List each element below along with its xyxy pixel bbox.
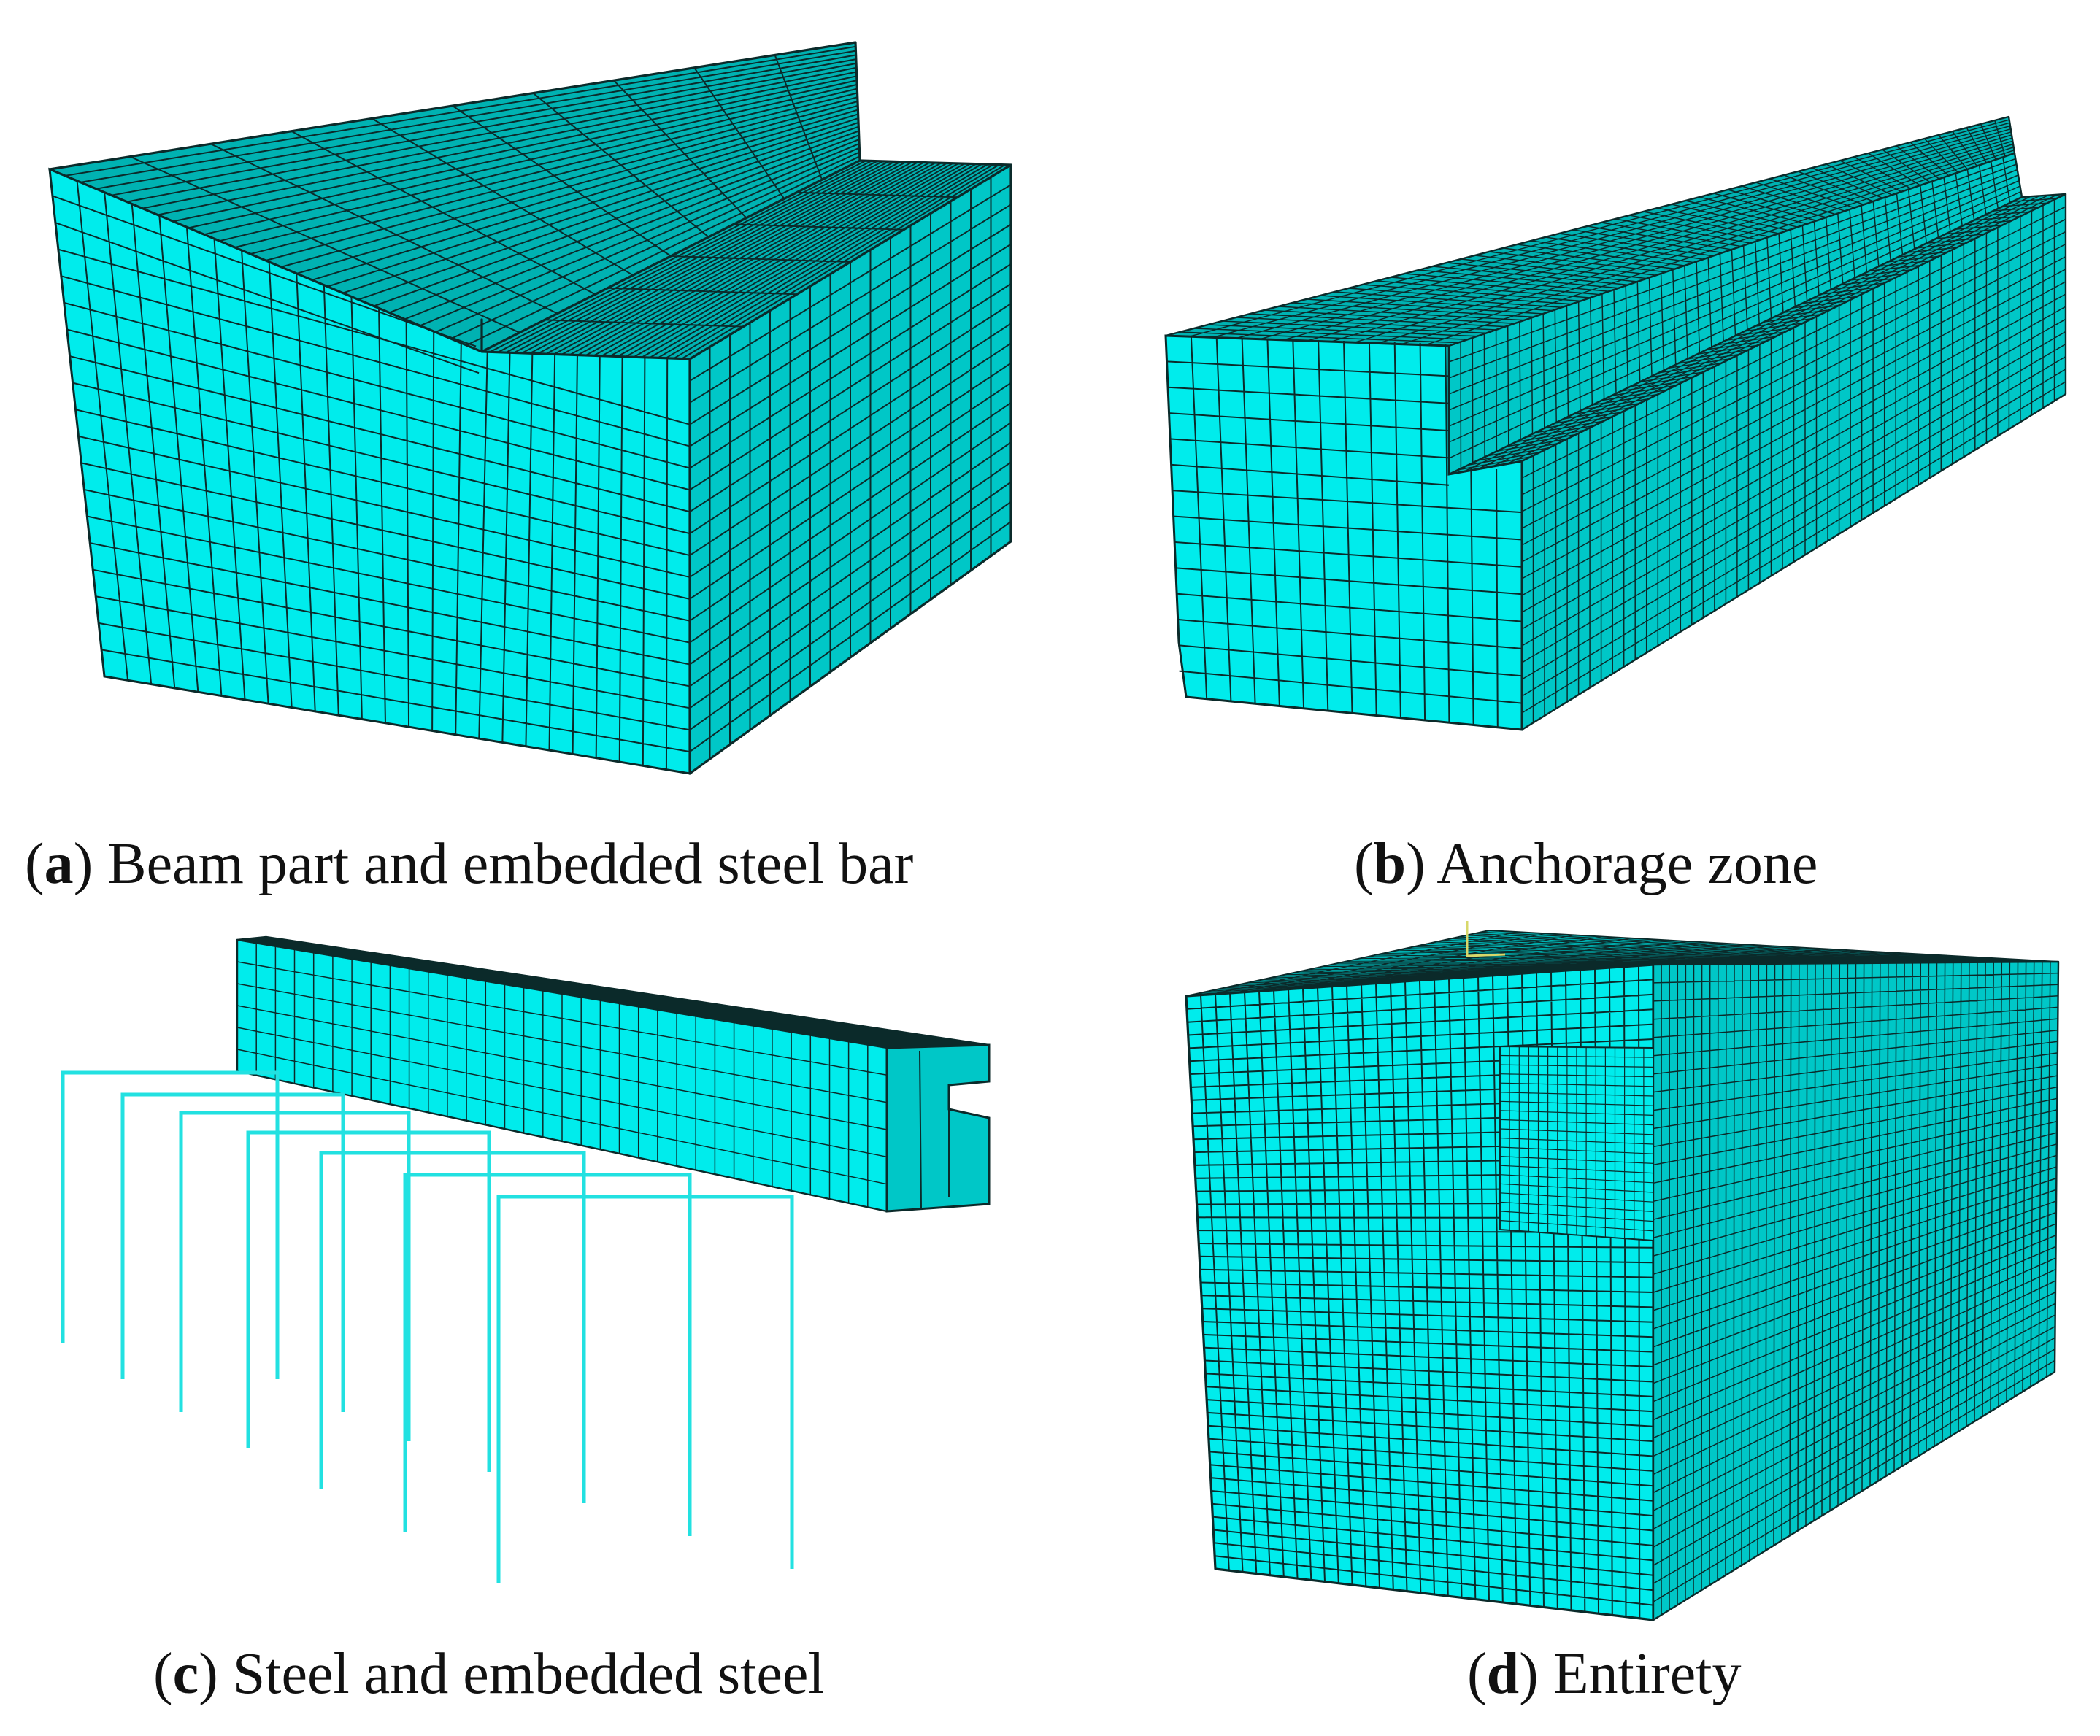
panel-c-beam-end-face <box>885 1043 991 1213</box>
steel-bar <box>179 1111 411 1441</box>
panel-a-right-side-face <box>688 163 1012 775</box>
caption-d-letter: d <box>1487 1642 1520 1706</box>
panel-c-steel-and-embedded-steel <box>61 935 991 1583</box>
caption-c-title: Steel and embedded steel <box>233 1642 825 1706</box>
panel-d-right-side-face <box>1652 960 2060 1621</box>
steel-bar <box>246 1130 491 1472</box>
panel-b-front-face <box>1164 334 1523 731</box>
axis-triad-icon <box>1466 921 1506 957</box>
steel-bar <box>403 1173 692 1536</box>
caption-b-letter: b <box>1374 832 1407 896</box>
steel-bar <box>319 1151 586 1503</box>
panel-b-anchorage-zone-mesh <box>1164 115 2067 731</box>
caption-b: (b) Anchorage zone <box>1354 832 1818 896</box>
panel-d-anchorage-inset <box>1499 1046 1654 1241</box>
panel-d-entirety-mesh <box>1185 921 2060 1621</box>
steel-bar <box>61 1070 280 1379</box>
steel-bar <box>496 1195 794 1583</box>
caption-d-title: Entirety <box>1553 1642 1742 1706</box>
caption-c-letter: c <box>173 1642 199 1706</box>
caption-d: (d) Entirety <box>1467 1642 1741 1706</box>
steel-bar <box>120 1092 345 1412</box>
caption-b-title: Anchorage zone <box>1436 832 1818 896</box>
panel-c-steel-bars <box>61 1070 794 1583</box>
caption-a-letter: a <box>45 832 74 896</box>
caption-c: (c) Steel and embedded steel <box>153 1642 825 1706</box>
caption-a: (a) Beam part and embedded steel bar <box>25 832 913 896</box>
panel-a-beam-part-mesh <box>48 41 1012 775</box>
caption-a-title: Beam part and embedded steel bar <box>107 832 913 896</box>
